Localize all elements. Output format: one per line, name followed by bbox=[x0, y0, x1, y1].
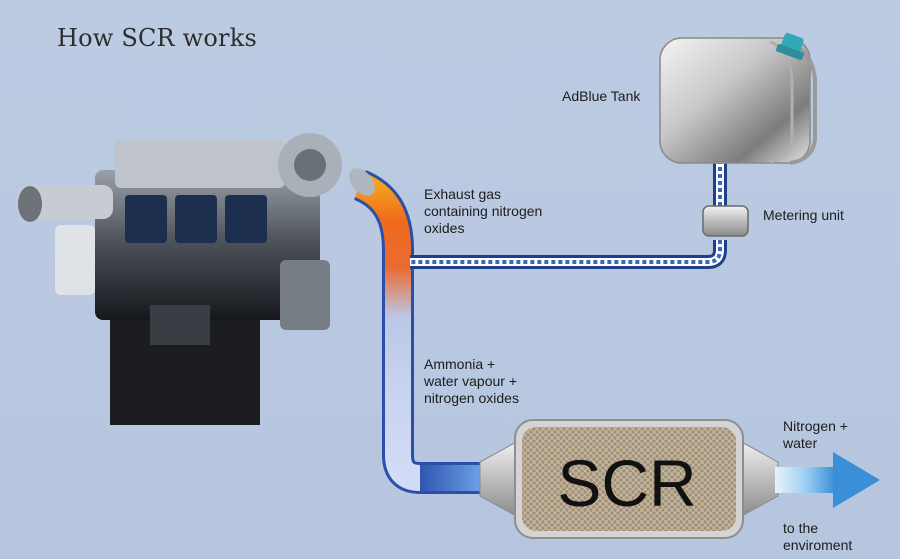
exhaust-gas-line-2: containing nitrogen bbox=[424, 203, 543, 219]
metering-unit bbox=[702, 205, 749, 237]
to-environment-line-2: enviroment bbox=[783, 537, 853, 553]
nitrogen-water-label: Nitrogen + water bbox=[783, 418, 848, 452]
scr-converter bbox=[479, 419, 779, 539]
ammonia-label: Ammonia + water vapour + nitrogen oxides bbox=[424, 356, 519, 407]
scr-label: SCR bbox=[557, 446, 697, 520]
adblue-tank bbox=[659, 32, 817, 165]
exhaust-gas-label: Exhaust gas containing nitrogen oxides bbox=[424, 186, 542, 237]
nitrogen-water-line-2: water bbox=[783, 435, 818, 451]
exhaust-gas-line-3: oxides bbox=[424, 220, 465, 236]
page-title: How SCR works bbox=[57, 24, 257, 52]
engine bbox=[18, 133, 342, 425]
adblue-tank-label: AdBlue Tank bbox=[562, 88, 641, 104]
nitrogen-water-line-1: Nitrogen + bbox=[783, 418, 848, 434]
ammonia-line-1: Ammonia + bbox=[424, 356, 496, 372]
ammonia-line-3: nitrogen oxides bbox=[424, 390, 519, 406]
metering-unit-label: Metering unit bbox=[763, 207, 844, 223]
ammonia-line-2: water vapour + bbox=[424, 373, 517, 389]
to-environment-label: to the enviroment bbox=[783, 520, 852, 554]
to-environment-line-1: to the bbox=[783, 520, 819, 536]
adblue-line bbox=[410, 160, 727, 269]
exhaust-gas-line-1: Exhaust gas bbox=[424, 186, 502, 202]
outlet-arrow bbox=[775, 452, 880, 508]
scr-inlet-pipe bbox=[420, 465, 485, 491]
